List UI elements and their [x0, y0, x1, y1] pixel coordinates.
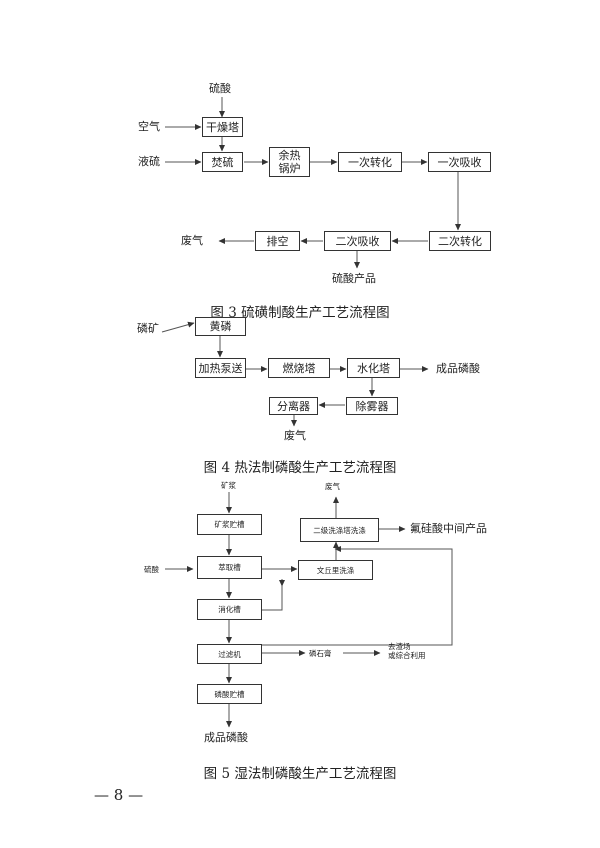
- fig5-slurry-input: 矿浆: [221, 481, 236, 490]
- fig5-caption: 图 5 湿法制磷酸生产工艺流程图: [203, 766, 397, 782]
- fig4-yellow-phosphorus: 黄磷: [195, 317, 246, 336]
- fig5-gypsum-destination: 去渣场 或综合利用: [388, 642, 426, 660]
- fig5-filter: 过滤机: [197, 644, 262, 664]
- fig5-product: 成品磷酸: [204, 731, 248, 744]
- fig3-sulfuric-acid-input: 硫酸: [209, 82, 231, 95]
- fig3-liquid-sulfur-input: 液硫: [138, 155, 160, 168]
- fig3-first-absorption: 一次吸收: [428, 152, 491, 172]
- fig5-gypsum: 磷石膏: [309, 649, 332, 658]
- fig3-first-conversion: 一次转化: [338, 152, 402, 172]
- fig3-second-conversion: 二次转化: [429, 231, 491, 251]
- fig5-venturi-washer: 文丘里洗涤: [298, 560, 373, 580]
- fig5-sulfuric-input: 硫酸: [144, 565, 159, 574]
- fig5-two-stage-washer: 二级洗涤塔洗涤: [300, 518, 379, 542]
- fig3-second-absorption: 二次吸收: [324, 231, 391, 251]
- fig3-sulfur-burning: 焚硫: [202, 152, 243, 172]
- page-number: — 8 —: [94, 786, 144, 804]
- fig5-fluorosilicic: 氟硅酸中间产品: [410, 522, 487, 535]
- fig4-hydration-tower: 水化塔: [347, 358, 400, 378]
- fig5-extraction-tank: 萃取槽: [197, 556, 262, 579]
- fig3-waste-heat-boiler: 余热 锅炉: [269, 147, 310, 177]
- fig4-separator: 分离器: [269, 397, 318, 415]
- fig5-digestion-tank: 消化槽: [197, 599, 262, 620]
- fig5-phosphoric-tank: 磷酸贮槽: [197, 684, 262, 704]
- fig5-slurry-tank: 矿浆贮槽: [197, 514, 262, 535]
- fig3-exhaust: 排空: [255, 231, 300, 251]
- fig4-phosphate-rock-input: 磷矿: [137, 322, 159, 335]
- fig4-heating-pump: 加热泵送: [195, 358, 246, 378]
- fig3-air-input: 空气: [138, 120, 160, 133]
- fig3-caption: 图 3 硫磺制酸生产工艺流程图: [210, 305, 390, 321]
- fig4-combustion-tower: 燃烧塔: [268, 358, 330, 378]
- fig5-waste-gas: 废气: [325, 482, 340, 491]
- fig4-demister: 除雾器: [346, 397, 398, 415]
- fig3-waste-gas: 废气: [181, 234, 203, 247]
- fig3-drying-tower: 干燥塔: [202, 117, 243, 137]
- fig4-waste-gas: 废气: [284, 429, 306, 442]
- fig4-caption: 图 4 热法制磷酸生产工艺流程图: [203, 460, 397, 476]
- fig4-product: 成品磷酸: [436, 362, 480, 375]
- fig3-product: 硫酸产品: [332, 272, 376, 285]
